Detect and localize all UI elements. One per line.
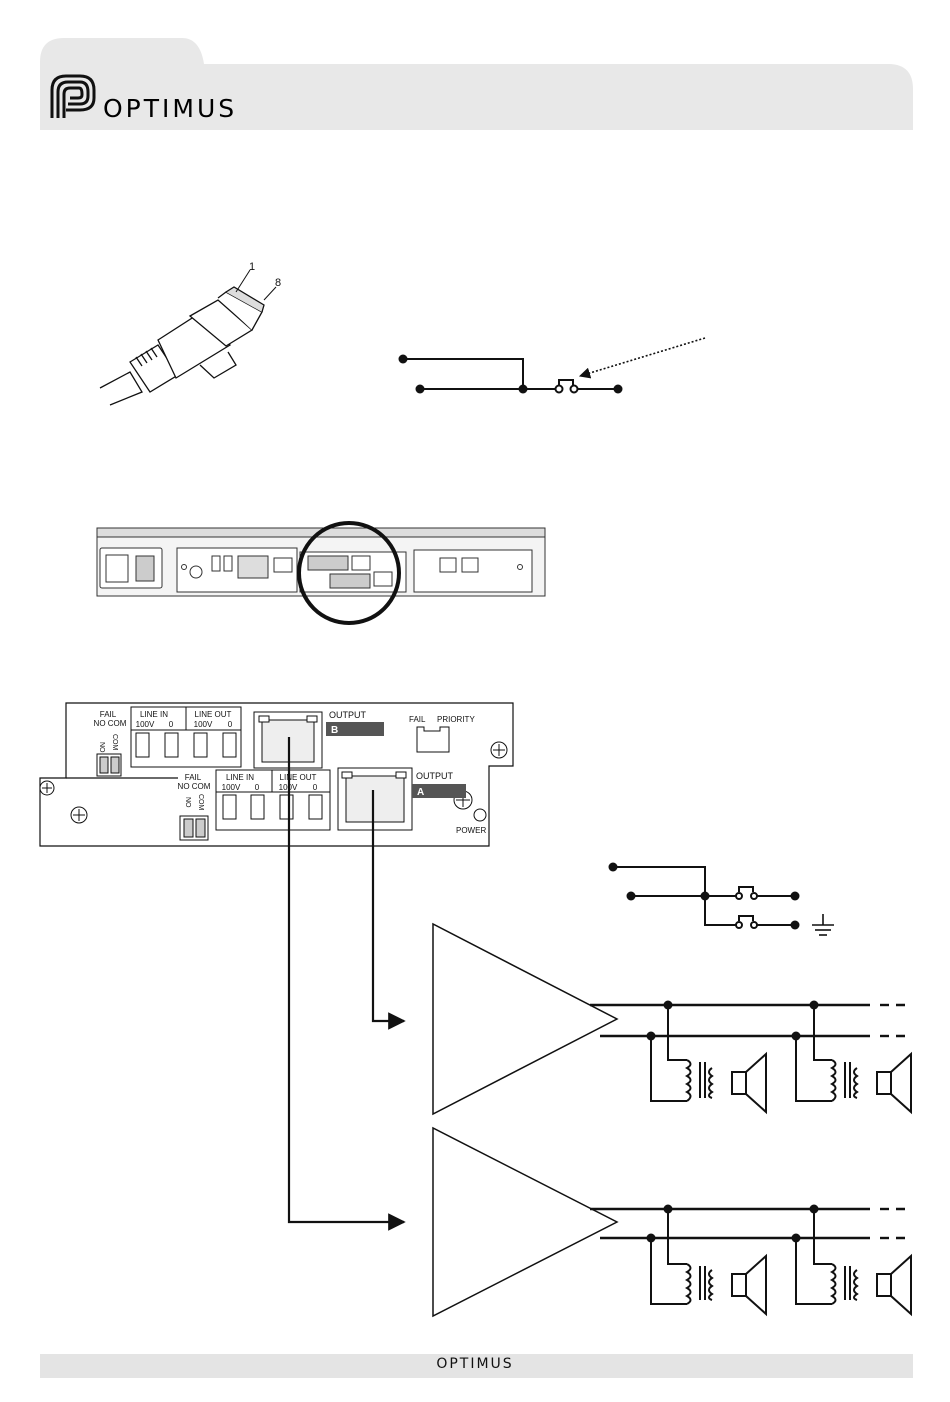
speaker-line-a [590, 1005, 912, 1036]
amplifier-b-icon [433, 1128, 617, 1316]
lower-no-label: NO [184, 797, 191, 808]
lower-fail-label: FAIL [185, 773, 202, 782]
upper-fail-label: FAIL [100, 710, 117, 719]
lower-line-in-0: 0 [255, 783, 260, 792]
footer-brand: OPTIMUS [0, 1356, 950, 1372]
output-b-title: OUTPUT [329, 710, 367, 720]
pin-first-label: 1 [249, 261, 255, 273]
rj45-connector-icon [100, 287, 264, 405]
transformer-speaker-a2-icon [796, 1005, 911, 1112]
lower-line-in-label: LINE IN [226, 773, 254, 782]
upper-com-label: COM [111, 734, 118, 751]
priority-label: PRIORITY [437, 715, 475, 724]
power-label: POWER [456, 826, 486, 835]
output-a-rj45-port [338, 768, 412, 830]
output-b-letter: B [331, 725, 338, 736]
speaker-line-a-nodes [647, 1001, 819, 1041]
transformer-speaker-b1-icon [651, 1209, 766, 1314]
upper-line-out-label: LINE OUT [195, 710, 232, 719]
output-a-letter: A [417, 787, 424, 798]
output-a-title: OUTPUT [416, 771, 454, 781]
lower-fail-relay-terminal [180, 816, 208, 840]
rack-unit-rear-view [97, 528, 545, 596]
lower-line-in-100v: 100V [222, 783, 241, 792]
ground-icon [812, 914, 834, 935]
transformer-speaker-b2-icon [796, 1209, 911, 1314]
lower-com-label: COM [197, 794, 204, 811]
lower-line-out-label: LINE OUT [280, 773, 317, 782]
upper-line-out-0: 0 [228, 720, 233, 729]
upper-line-in-0: 0 [169, 720, 174, 729]
amplifier-a-icon [433, 924, 617, 1114]
pin-last-label: 8 [275, 277, 281, 289]
fail-priority-port [417, 727, 449, 752]
upper-no-label: NO [98, 742, 105, 753]
power-led [474, 809, 486, 821]
upper-no-com-label: NO COM [94, 719, 127, 728]
upper-line-in-100v: 100V [136, 720, 155, 729]
lower-line-out-0: 0 [313, 783, 318, 792]
fail-label: FAIL [409, 715, 426, 724]
upper-line-in-label: LINE IN [140, 710, 168, 719]
upper-line-out-100v: 100V [194, 720, 213, 729]
upper-fail-relay-terminal [97, 754, 121, 776]
speaker-line-b [590, 1209, 912, 1238]
header-brand: OPTIMUS [103, 94, 237, 123]
transformer-speaker-a1-icon [651, 1005, 766, 1112]
lower-no-com-label: NO COM [178, 782, 211, 791]
relay-contact-schematic-top [403, 338, 705, 393]
